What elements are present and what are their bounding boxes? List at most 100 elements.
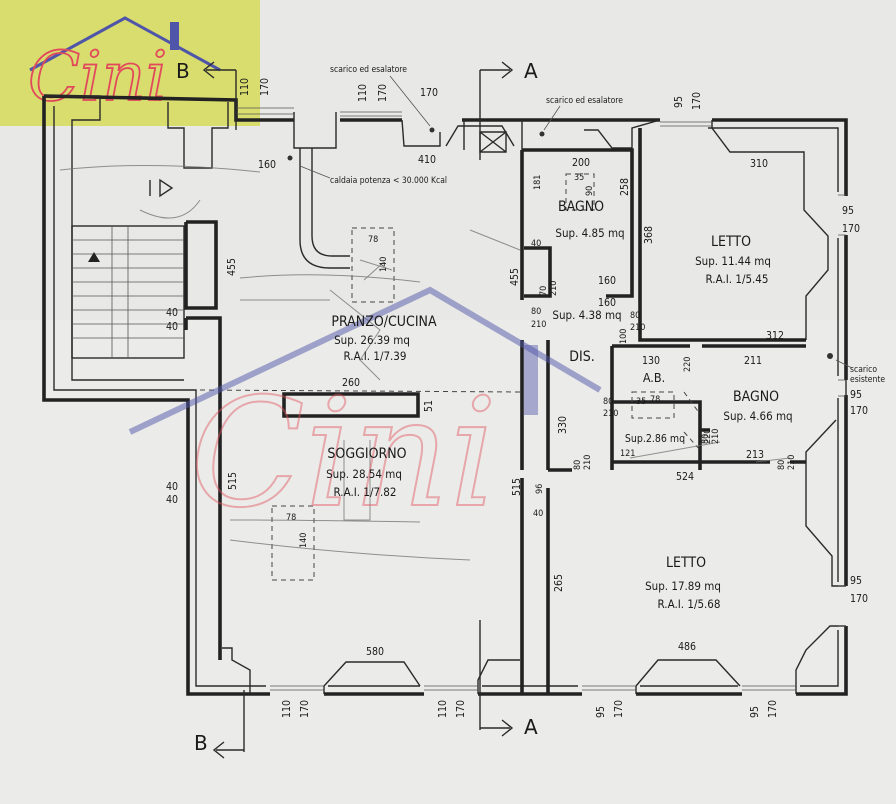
door-dim: 80 — [603, 397, 613, 407]
door-dim: 80 — [701, 434, 711, 444]
dim-label: 524 — [676, 471, 694, 483]
room-ab-name: A.B. — [643, 370, 665, 385]
watermark-chimney-icon — [524, 345, 538, 415]
dim-label: 121 — [620, 449, 635, 459]
dim-label: 455 — [226, 258, 238, 276]
door-dim: 80 — [630, 311, 640, 321]
room-soggiorno-rai: R.A.I. 1/7.82 — [334, 485, 397, 499]
door-dim: 100 — [619, 329, 629, 344]
fixture-dim: 140 — [379, 257, 389, 272]
dim-label: 40 — [166, 307, 178, 319]
window-dim: 170 — [767, 700, 779, 718]
logo-text: Cini — [28, 38, 167, 117]
fixture-dim: 78 — [650, 395, 660, 405]
door-dim: 80 — [573, 460, 583, 470]
logo-chimney-icon — [170, 22, 179, 50]
dim-label: 410 — [418, 154, 436, 166]
section-b-top: B — [176, 59, 190, 83]
room-letto2-rai: R.A.I. 1/5.68 — [658, 597, 721, 611]
note-caldaia: caldaia potenza < 30.000 Kcal — [330, 176, 447, 186]
room-labels: PRANZO/CUCINA Sup. 26.39 mq R.A.I. 1/7.3… — [326, 199, 793, 611]
window-dim: 95 — [850, 389, 862, 401]
drain-point-icon — [429, 127, 435, 133]
door-dim: 80 — [531, 307, 541, 317]
dim-label: 258 — [619, 178, 631, 196]
dim-label: 515 — [511, 478, 523, 496]
window-dim: 170 — [299, 700, 311, 718]
door-dim: 210 — [711, 429, 721, 444]
dim-label: 515 — [227, 472, 239, 490]
fixture-dim: 78 — [368, 235, 378, 245]
door-dim: 210 — [787, 455, 797, 470]
room-letto1-rai: R.A.I. 1/5.45 — [706, 272, 769, 286]
agency-logo: Cini — [0, 0, 260, 126]
watermark-roof-icon — [128, 286, 602, 435]
window-dim: 170 — [842, 223, 860, 235]
dim-label: 160 — [598, 275, 616, 287]
fixture-outline — [565, 173, 595, 211]
dim-label: 181 — [533, 175, 543, 190]
door-dim: 210 — [630, 323, 645, 333]
window-dim: 170 — [420, 87, 438, 99]
window-dim: 170 — [377, 84, 389, 102]
outer-walls — [42, 94, 848, 696]
window-dim: 170 — [259, 78, 271, 96]
dim-label: 40 — [166, 321, 178, 333]
room-letto1-sup: Sup. 11.44 mq — [695, 254, 771, 268]
dim-label: 160 — [598, 297, 616, 309]
window-dim: 170 — [850, 405, 868, 417]
window-dim: 95 — [850, 575, 862, 587]
dim-label: 213 — [746, 449, 764, 461]
dim-label: 260 — [342, 377, 360, 389]
room-dis-sup: Sup. 4.38 mq — [552, 308, 621, 322]
dim-label: 330 — [557, 416, 569, 434]
window-dim: 95 — [749, 706, 761, 718]
room-bagno2-name: BAGNO — [733, 389, 779, 405]
window-dim: 170 — [613, 700, 625, 718]
section-b-bottom: B — [194, 731, 208, 755]
room-soggiorno-name: SOGGIORNO — [327, 446, 406, 462]
dim-label: 40 — [531, 239, 541, 249]
fixture-dim: 90 — [585, 186, 595, 196]
dim-label: 51 — [423, 400, 435, 412]
door-dim: 80 — [777, 460, 787, 470]
dim-label: 40 — [166, 494, 178, 506]
note-scarico-3a: scarico — [850, 365, 877, 375]
window-dim: 95 — [673, 96, 685, 108]
dim-label: 265 — [553, 574, 565, 592]
room-letto2-sup: Sup. 17.89 mq — [645, 579, 721, 593]
dim-label: 40 — [166, 481, 178, 493]
window-dim: 170 — [455, 700, 467, 718]
window-dim: 95 — [595, 706, 607, 718]
interior-walls — [184, 120, 806, 694]
dim-label: 312 — [766, 330, 784, 342]
door-dim: 220 — [703, 429, 713, 444]
dim-label: 455 — [509, 268, 521, 286]
room-bagno1-name: BAGNO — [558, 199, 604, 215]
dim-label: 211 — [744, 355, 762, 367]
window-dim: 110 — [437, 700, 449, 718]
door-dim: 210 — [549, 281, 559, 296]
room-pranzo-name: PRANZO/CUCINA — [331, 314, 437, 330]
dim-label: 130 — [642, 355, 660, 367]
fixture-dim: 35 — [574, 173, 584, 183]
window-dim: 170 — [850, 593, 868, 605]
note-scarico-3b: esistente — [850, 375, 885, 385]
fixture-outline — [351, 227, 395, 303]
door-dim: 210 — [531, 320, 546, 330]
fixture-dim: 78 — [286, 513, 296, 523]
room-ab-sup: Sup.2.86 mq — [625, 433, 685, 445]
logo-roof-icon — [29, 16, 221, 72]
gas-pipe-line — [299, 148, 350, 269]
drain-point-icon — [827, 353, 833, 359]
note-scarico-1: scarico ed esalatore — [330, 65, 407, 75]
note-scarico-2: scarico ed esalatore — [546, 96, 623, 106]
dim-label: 200 — [572, 157, 590, 169]
drain-point-icon — [539, 131, 545, 137]
stair-arrow-icon — [149, 178, 174, 198]
section-markers: A A B B — [176, 59, 538, 759]
window-dim: 110 — [281, 700, 293, 718]
fixture-dim: 35 — [636, 397, 646, 407]
window-dim: 110 — [357, 84, 369, 102]
